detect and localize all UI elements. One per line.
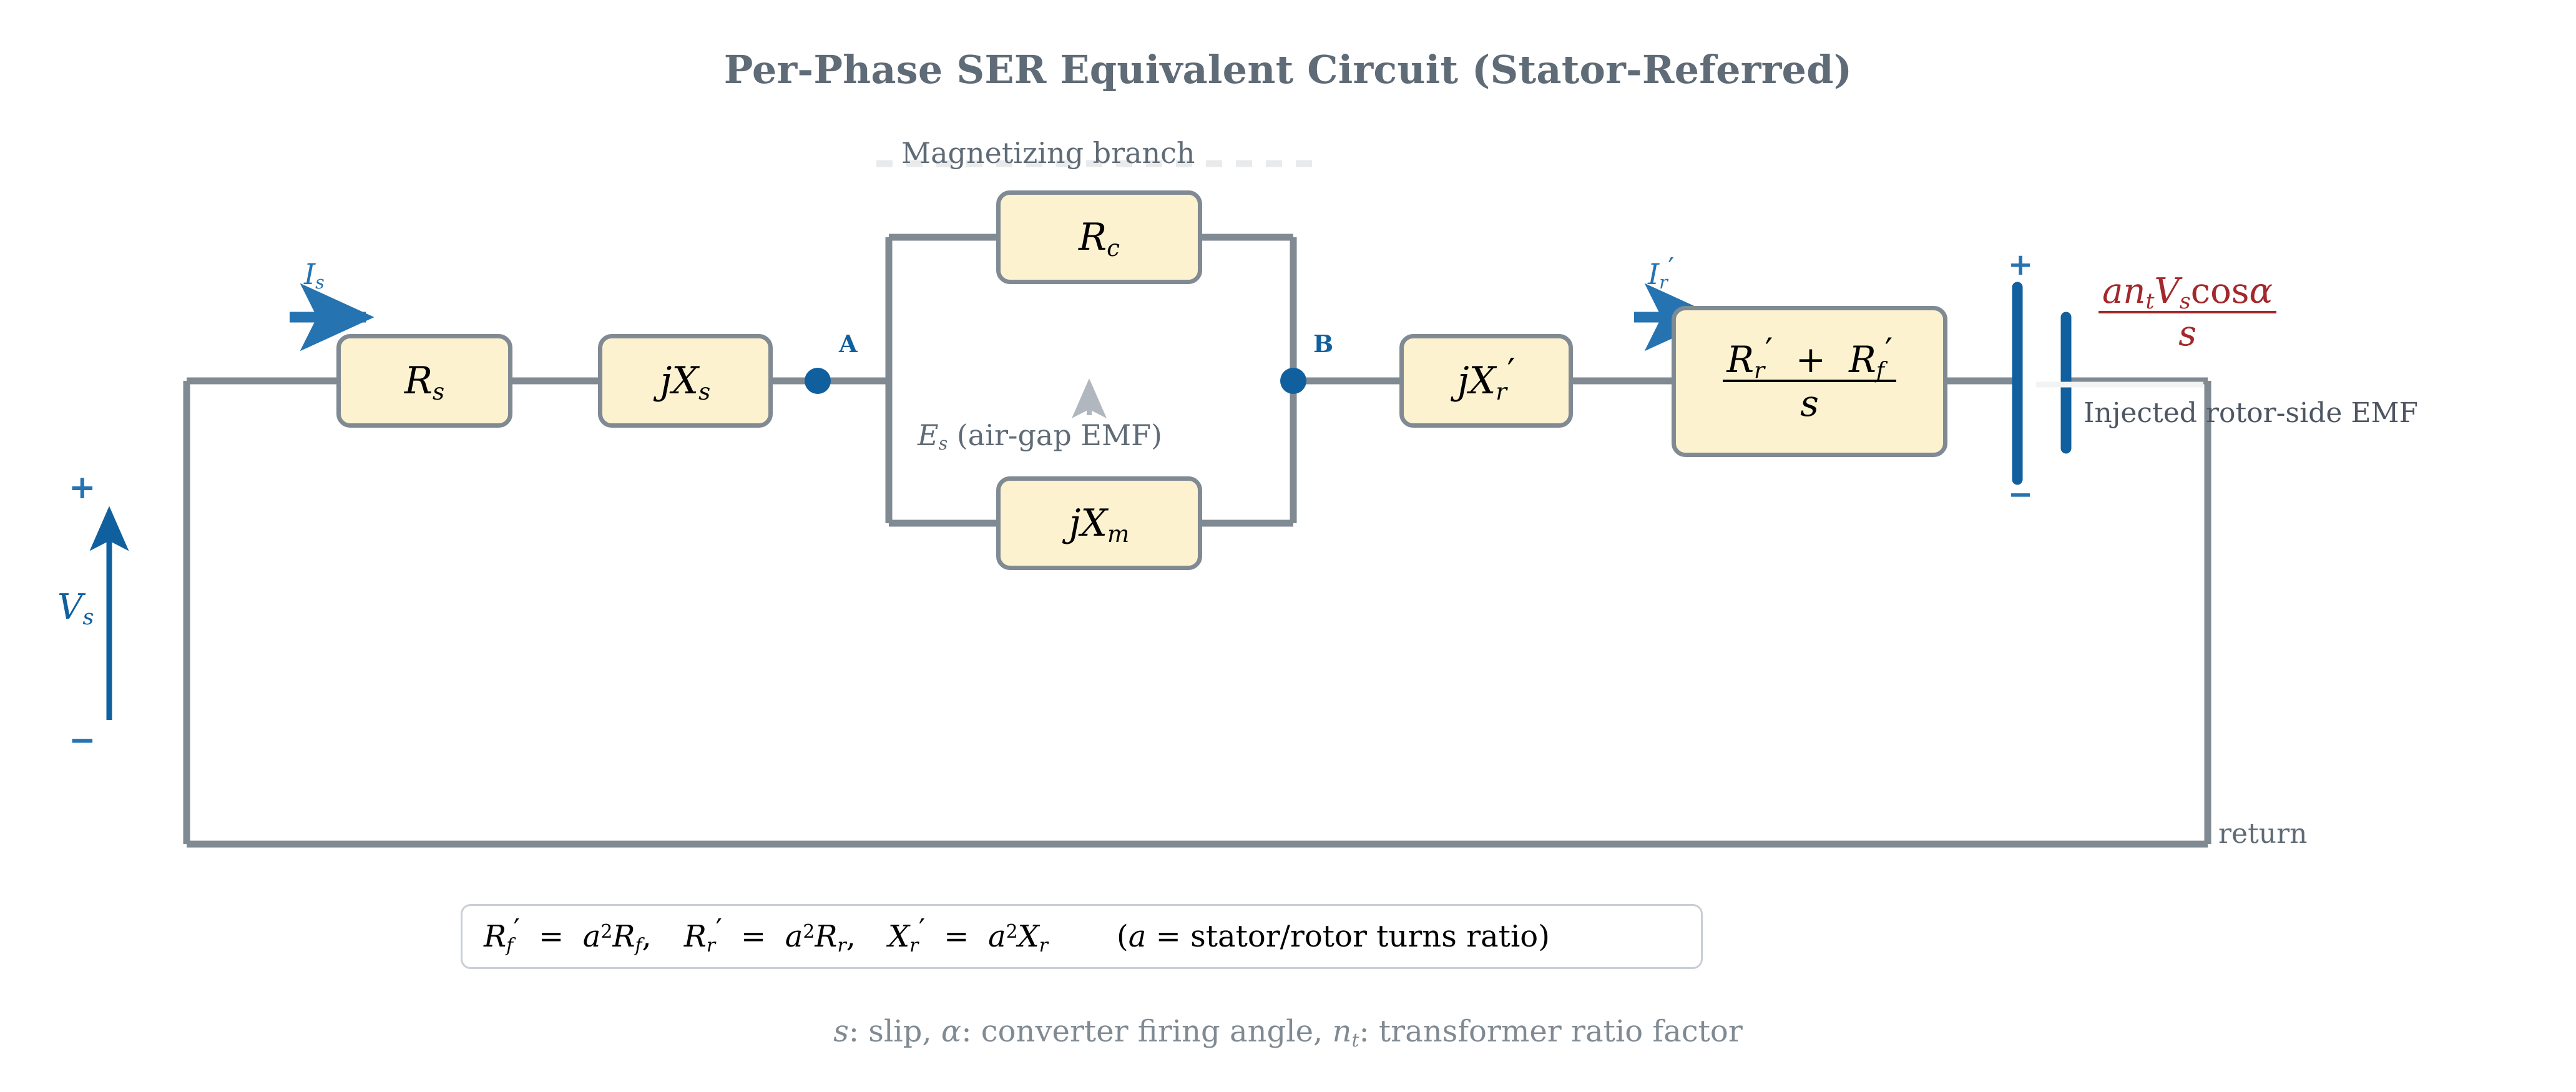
component-rotor-converter-resistance[interactable]: Rr′ + Rf′ s [1672, 306, 1947, 457]
page-title: Per-Phase SER Equivalent Circuit (Stator… [723, 47, 1853, 92]
node-label-a: A [839, 330, 858, 358]
source-label-Vs: Vs [57, 587, 94, 631]
note-eq-Rr: Rr′ = a2Rr, [683, 913, 856, 957]
component-label-jXr: jXr′ [1457, 352, 1516, 405]
injected-source-polarity-minus: − [2008, 477, 2034, 512]
current-label-rotor-Ir: Ir′ [1648, 252, 1675, 293]
component-rotor-leakage-reactance[interactable]: jXr′ [1399, 334, 1573, 428]
airgap-emf-label: Es (air-gap EMF) [918, 418, 1162, 455]
injected-emf-caption: Injected rotor-side EMF [2084, 397, 2419, 429]
note-eq-Rf: Rf′ = a2Rf, [484, 913, 652, 957]
note-eq-Xr: Xr′ = a2Xr [888, 913, 1048, 957]
component-label-Rc: Rc [1078, 215, 1120, 262]
source-polarity-minus-left: − [69, 722, 96, 759]
node-dot-a[interactable] [805, 368, 831, 394]
component-label-jXs: jXs [660, 359, 711, 405]
source-polarity-plus-left: + [69, 469, 96, 506]
symbol-legend-caption: s: slip, α: converter firing angle, nt: … [833, 1014, 1743, 1051]
component-label-Rs: Rs [404, 359, 445, 405]
current-label-stator-Is: Is [304, 257, 325, 293]
component-magnetizing-reactance[interactable]: jXm [996, 476, 1202, 570]
note-turns-ratio-paren: (a = stator/rotor turns ratio) [1116, 919, 1550, 954]
component-stator-leakage-reactance[interactable]: jXs [598, 334, 773, 428]
component-core-loss-resistance[interactable]: Rc [996, 190, 1202, 284]
node-label-b: B [1313, 330, 1334, 358]
injected-emf-formula: antVscosα s [2099, 273, 2277, 352]
turns-ratio-note-box: Rf′ = a2Rf, Rr′ = a2Rr, Xr′ = a2Xr (a = … [461, 904, 1703, 969]
component-stator-resistance[interactable]: Rs [336, 334, 512, 428]
node-dot-b[interactable] [1280, 368, 1306, 394]
magnetizing-branch-label: Magnetizing branch [901, 136, 1195, 170]
return-path-label: return [2218, 818, 2308, 850]
component-label-RrRf-over-s: Rr′ + Rf′ s [1723, 333, 1896, 423]
component-label-jXm: jXm [1069, 501, 1130, 548]
injected-source-polarity-plus: + [2008, 247, 2034, 282]
